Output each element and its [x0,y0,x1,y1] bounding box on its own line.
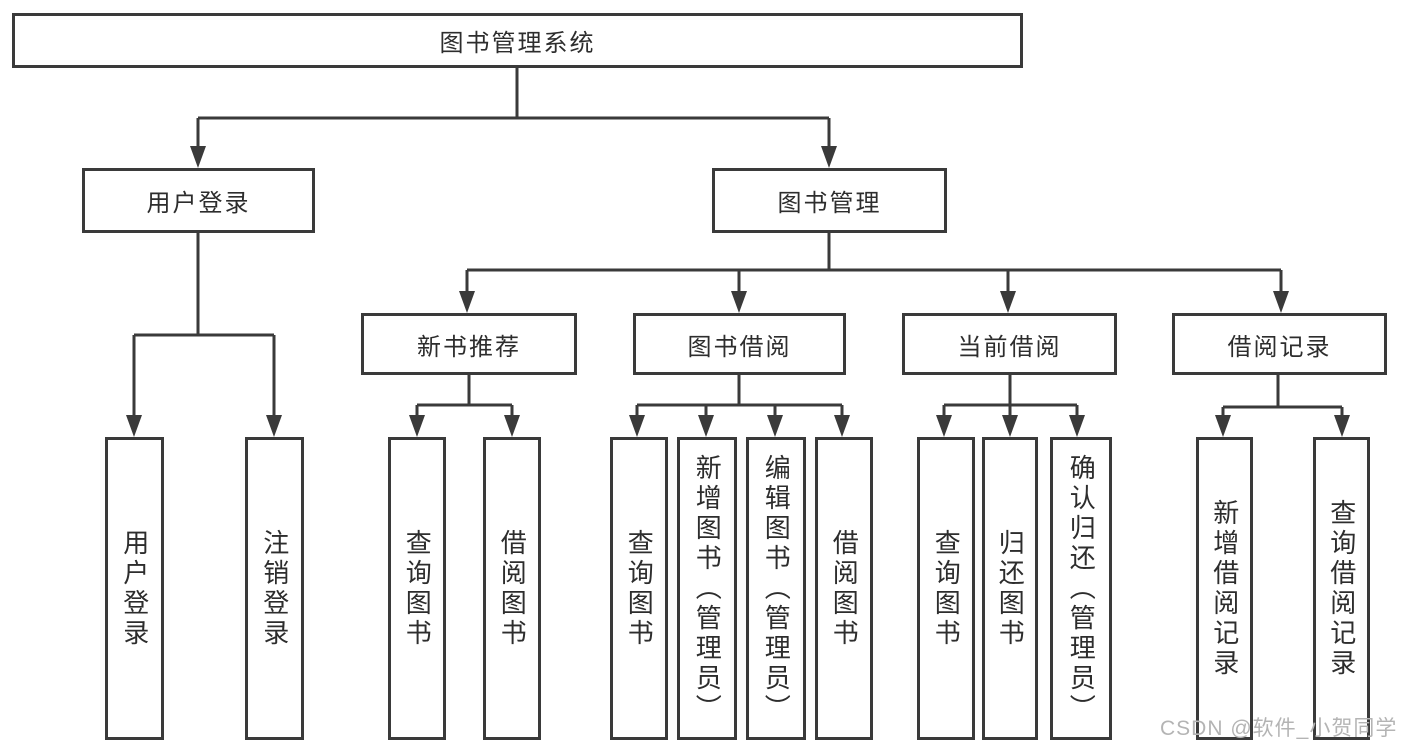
node-label: 新增借阅记录 [1209,498,1240,679]
node-new-book-recommendation: 新书推荐 [361,313,577,375]
node-library-management-system: 图书管理系统 [12,13,1023,68]
node-bb-add-books-admin: 新增图书（管理员） [677,437,737,740]
node-label: 确认归还（管理员） [1066,453,1097,724]
node-cb-return-books: 归还图书 [982,437,1038,740]
node-label: 图书管理系统 [439,30,596,57]
node-label: 新书推荐 [417,333,521,361]
node-user-login-action: 用户登录 [105,437,164,740]
node-label: 编辑图书（管理员） [761,453,792,724]
node-nb-borrow-books: 借阅图书 [483,437,541,740]
node-borrowing-records: 借阅记录 [1172,313,1387,375]
node-cb-query-books: 查询图书 [917,437,975,740]
node-label: 归还图书 [995,528,1026,649]
watermark: CSDN @软件_小贺同学 [1160,717,1398,740]
node-label: 当前借阅 [957,333,1062,361]
node-label: 图书借阅 [687,333,792,361]
node-nb-query-books: 查询图书 [388,437,446,740]
node-user-login: 用户登录 [82,168,315,233]
node-label: 查询图书 [402,528,433,649]
node-book-borrowing: 图书借阅 [633,313,846,375]
node-label: 查询图书 [931,528,962,649]
node-label: 新增图书（管理员） [692,453,723,724]
node-bb-borrow-books: 借阅图书 [815,437,873,740]
node-label: 查询图书 [624,528,655,649]
node-label: 图书管理 [777,190,882,217]
node-current-borrowing: 当前借阅 [902,313,1117,375]
node-label: 借阅记录 [1227,333,1332,361]
node-book-management: 图书管理 [712,168,947,233]
node-label: 用户登录 [119,528,150,649]
node-br-query-borrow-record: 查询借阅记录 [1313,437,1370,740]
node-label: 注销登录 [259,528,290,649]
node-logout: 注销登录 [245,437,304,740]
node-bb-query-books: 查询图书 [610,437,668,740]
node-label: 查询借阅记录 [1326,498,1357,679]
node-label: 借阅图书 [497,528,528,649]
node-label: 用户登录 [146,190,251,217]
node-br-add-borrow-record: 新增借阅记录 [1196,437,1253,740]
node-bb-edit-books-admin: 编辑图书（管理员） [746,437,806,740]
node-cb-confirm-return-admin: 确认归还（管理员） [1050,437,1112,740]
node-label: 借阅图书 [829,528,860,649]
